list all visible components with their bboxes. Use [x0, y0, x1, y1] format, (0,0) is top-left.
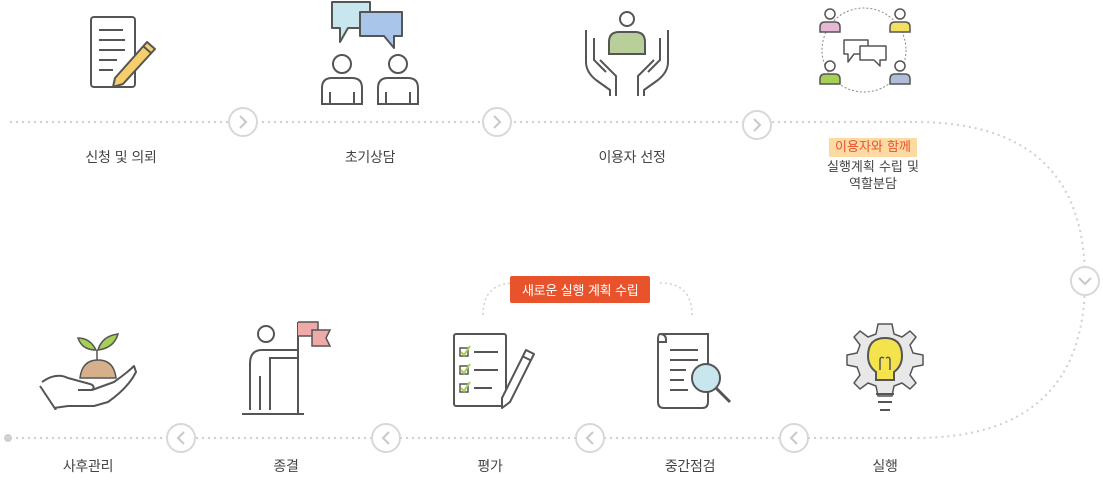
hands-person-icon [585, 11, 669, 96]
step-label-evaluation: 평가 [477, 459, 503, 475]
consultation-icon [321, 1, 419, 105]
new-plan-tag: 새로운 실행 계획 수립 [510, 276, 651, 303]
step-label-application: 신청 및 의뢰 [85, 150, 157, 166]
highlight-label: 이용자와 함께 [829, 138, 917, 157]
arrow-right-icon [482, 107, 512, 137]
planning-label-line3: 역할분담 [849, 177, 897, 192]
step-label-planning: 이용자와 함께 실행계획 수립 및 역할분담 [773, 138, 973, 193]
document-pencil-icon [90, 16, 156, 88]
arrow-right-icon [228, 107, 258, 137]
arrow-left-icon [166, 423, 196, 453]
loop-arc-left [482, 282, 516, 316]
step-label-closure: 종결 [273, 459, 299, 475]
step-label-user-selection: 이용자 선정 [598, 150, 666, 166]
document-search-icon [657, 333, 732, 409]
arrow-left-icon [779, 423, 809, 453]
checklist-icon [453, 333, 535, 409]
team-planning-icon [819, 7, 911, 93]
person-flag-icon [242, 321, 332, 415]
gear-lightbulb-icon [846, 323, 924, 411]
start-dot [4, 434, 12, 442]
step-label-follow-up: 사후관리 [62, 459, 114, 475]
loop-arc-right [659, 282, 693, 316]
hand-sprout-icon [39, 333, 137, 410]
arrow-left-icon [575, 423, 605, 453]
arrow-down-icon [1070, 266, 1100, 296]
planning-label-line2: 실행계획 수립 및 [827, 160, 919, 175]
step-label-checkpoint: 중간점검 [664, 459, 716, 475]
arrow-right-icon [742, 110, 772, 140]
step-label-initial-consult: 초기상담 [344, 150, 396, 166]
arrow-left-icon [371, 423, 401, 453]
step-label-execution: 실행 [872, 459, 898, 475]
